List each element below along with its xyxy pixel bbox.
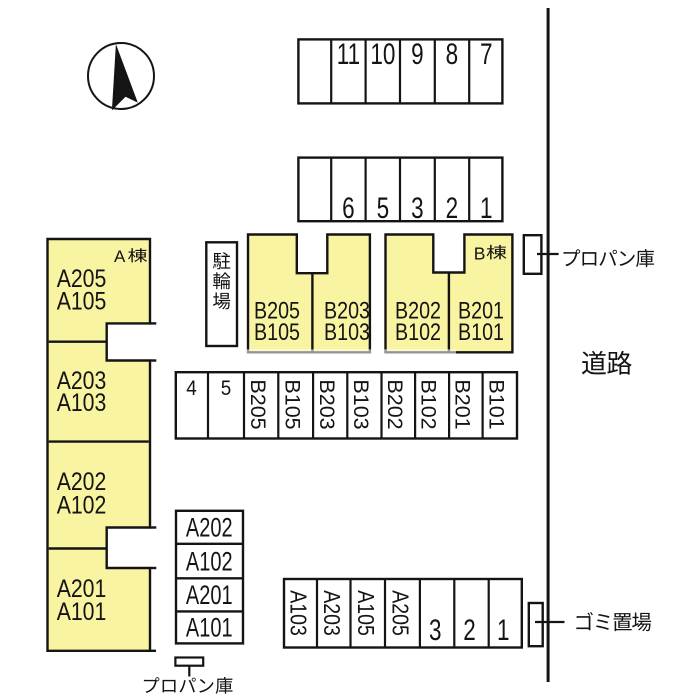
svg-text:A101: A101 (186, 613, 233, 644)
svg-text:7: 7 (480, 37, 493, 71)
svg-text:B205: B205 (254, 297, 300, 324)
svg-text:A102: A102 (186, 546, 233, 577)
svg-text:1: 1 (497, 613, 510, 647)
svg-text:B105: B105 (254, 318, 300, 345)
svg-text:10: 10 (370, 37, 395, 71)
svg-text:3: 3 (411, 191, 424, 225)
svg-text:B103: B103 (324, 318, 370, 345)
svg-text:5: 5 (377, 191, 390, 225)
svg-text:1: 1 (480, 191, 493, 225)
svg-text:B202: B202 (395, 297, 441, 324)
svg-text:B205: B205 (246, 379, 270, 429)
svg-text:B203: B203 (324, 297, 370, 324)
svg-text:11: 11 (337, 37, 360, 71)
svg-text:B102: B102 (417, 379, 441, 429)
svg-text:A105: A105 (57, 287, 107, 315)
svg-text:2: 2 (446, 191, 459, 225)
svg-text:B203: B203 (315, 379, 339, 429)
svg-text:4: 4 (186, 377, 197, 400)
svg-text:A105: A105 (352, 590, 378, 636)
svg-text:6: 6 (342, 191, 355, 225)
svg-text:5: 5 (221, 377, 232, 400)
svg-text:A101: A101 (57, 597, 107, 625)
svg-text:A205: A205 (57, 264, 107, 292)
svg-text:A205: A205 (387, 590, 413, 636)
svg-text:B103: B103 (349, 379, 373, 429)
svg-text:9: 9 (411, 37, 424, 71)
svg-text:B201: B201 (458, 297, 504, 324)
svg-text:B201: B201 (451, 379, 475, 429)
svg-text:A202: A202 (57, 467, 107, 495)
svg-text:A203: A203 (318, 590, 344, 636)
svg-text:A: A (114, 247, 126, 266)
svg-text:A102: A102 (57, 491, 107, 519)
svg-text:A202: A202 (186, 513, 233, 544)
svg-text:2: 2 (463, 613, 476, 647)
svg-text:B101: B101 (458, 318, 504, 345)
svg-text:3: 3 (429, 613, 442, 647)
svg-text:A203: A203 (57, 366, 107, 394)
svg-text:8: 8 (446, 37, 459, 71)
svg-text:B101: B101 (484, 379, 508, 429)
svg-text:A201: A201 (186, 580, 233, 611)
svg-text:A103: A103 (57, 388, 107, 416)
svg-text:B: B (474, 244, 486, 264)
svg-text:B202: B202 (383, 379, 407, 429)
svg-text:B102: B102 (395, 318, 441, 345)
svg-text:A201: A201 (57, 574, 107, 602)
svg-text:B105: B105 (280, 379, 304, 429)
svg-text:A103: A103 (285, 590, 311, 636)
